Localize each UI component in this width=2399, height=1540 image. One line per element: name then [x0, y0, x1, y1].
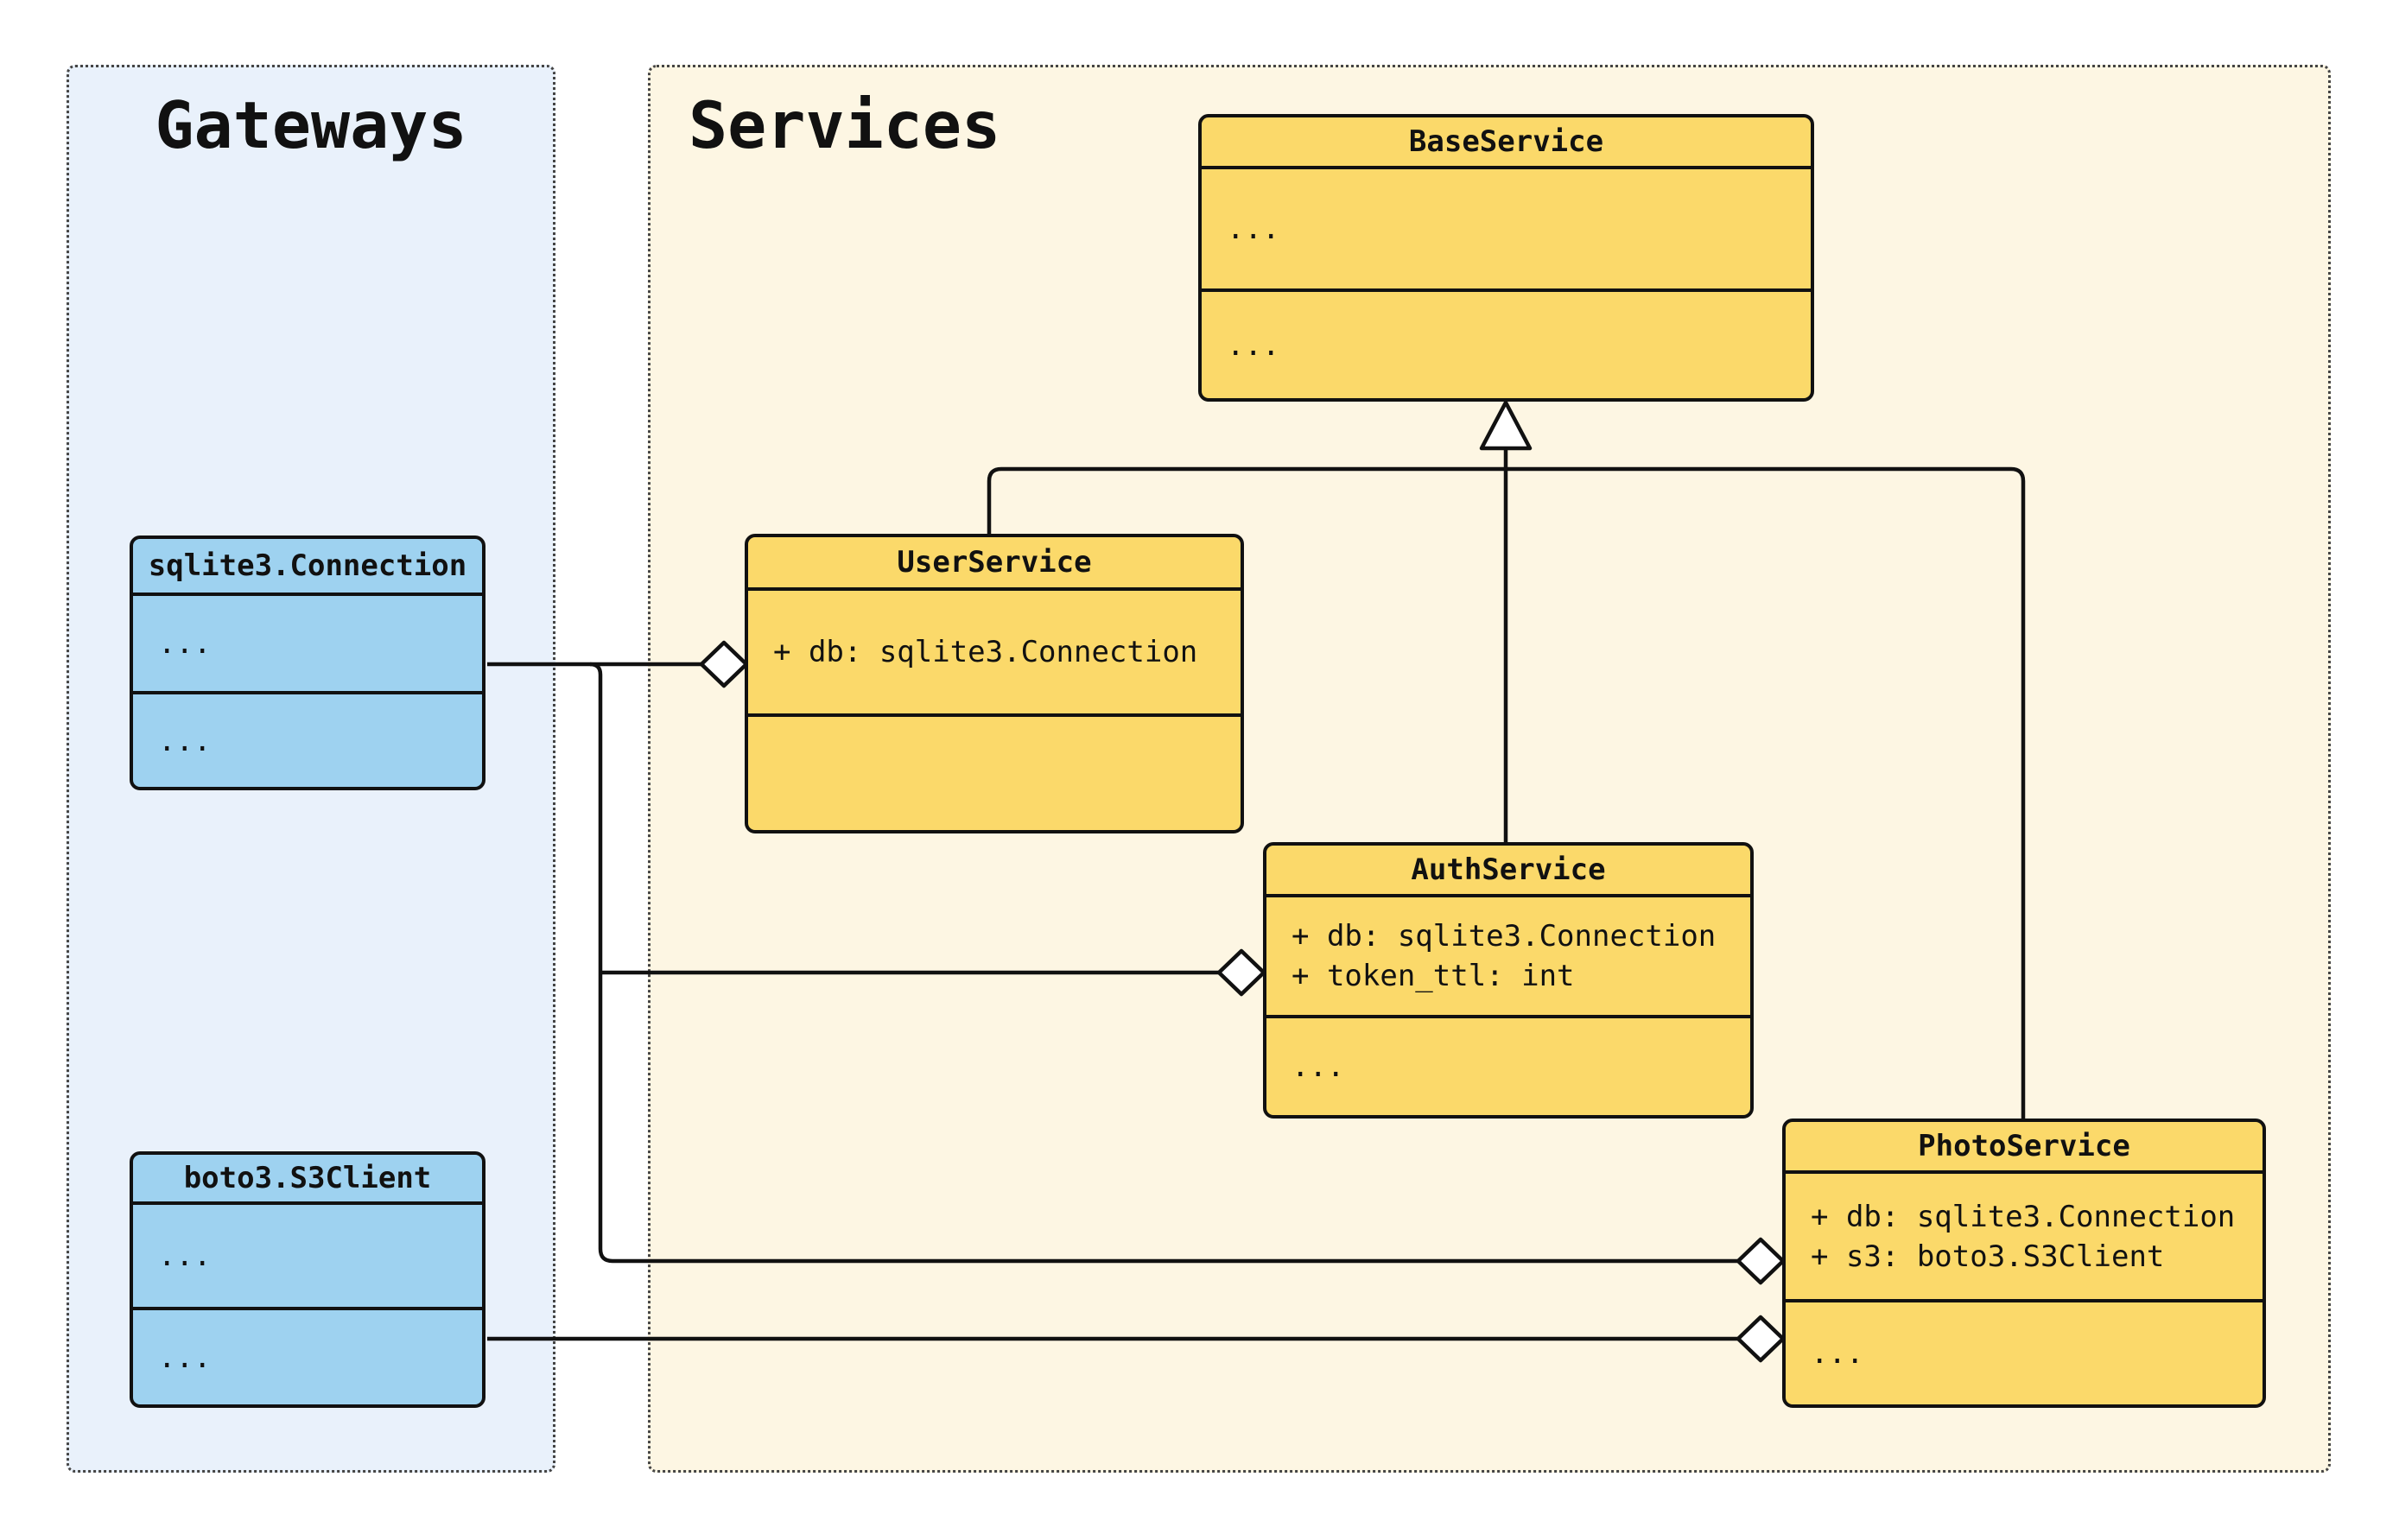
attribute-line: + db: sqlite3.Connection — [773, 635, 1198, 669]
methods-compartment — [748, 713, 1241, 830]
class-node-userservice: UserService + db: sqlite3.Connection — [745, 534, 1244, 833]
attribute-line: + s3: boto3.S3Client — [1811, 1239, 2165, 1274]
inheritance-arrowhead — [1479, 400, 1533, 451]
class-title: boto3.S3Client — [133, 1155, 482, 1205]
method-line: ... — [1227, 327, 1280, 363]
class-title: BaseService — [1202, 117, 1811, 169]
attribute-line: + token_ttl: int — [1292, 959, 1575, 993]
attributes-compartment: ... — [133, 596, 482, 691]
class-title: UserService — [748, 537, 1241, 591]
aggregation-branch-sqlite — [589, 662, 1738, 1264]
aggregation-diamond-authservice — [1216, 948, 1266, 997]
class-title: PhotoService — [1786, 1122, 2263, 1174]
method-line: ... — [158, 1340, 212, 1375]
aggregation-diamond-photoservice-db — [1736, 1237, 1786, 1285]
services-container-title: Services — [689, 87, 1001, 163]
methods-compartment: ... — [133, 1307, 482, 1404]
aggregation-diamond-userservice — [699, 640, 749, 688]
attributes-compartment: + db: sqlite3.Connection — [748, 591, 1241, 713]
method-line: ... — [1292, 1049, 1345, 1084]
attribute-line: ... — [158, 626, 212, 661]
attribute-line: ... — [158, 1239, 212, 1273]
attributes-compartment: + db: sqlite3.Connection + token_ttl: in… — [1266, 897, 1750, 1015]
aggregation-diamond-photoservice-s3 — [1736, 1315, 1786, 1363]
class-node-boto3-s3client: boto3.S3Client ... ... — [130, 1151, 486, 1408]
attribute-line: ... — [1227, 212, 1280, 246]
methods-compartment: ... — [1266, 1015, 1750, 1115]
class-node-authservice: AuthService + db: sqlite3.Connection + t… — [1263, 842, 1754, 1119]
attributes-compartment: ... — [1202, 169, 1811, 288]
attribute-line: + db: sqlite3.Connection — [1811, 1199, 2236, 1234]
class-node-baseservice: BaseService ... ... — [1198, 114, 1814, 402]
class-title: sqlite3.Connection — [133, 539, 482, 596]
methods-compartment: ... — [133, 691, 482, 787]
method-line: ... — [158, 723, 212, 758]
attributes-compartment: + db: sqlite3.Connection + s3: boto3.S3C… — [1786, 1174, 2263, 1299]
method-line: ... — [1811, 1336, 1864, 1371]
methods-compartment: ... — [1786, 1299, 2263, 1404]
methods-compartment: ... — [1202, 288, 1811, 398]
attributes-compartment: ... — [133, 1205, 482, 1307]
class-node-photoservice: PhotoService + db: sqlite3.Connection + … — [1782, 1119, 2266, 1408]
class-title: AuthService — [1266, 846, 1750, 897]
gateways-container-title: Gateways — [155, 87, 467, 163]
attribute-line: + db: sqlite3.Connection — [1292, 919, 1717, 954]
class-node-sqlite3-connection: sqlite3.Connection ... ... — [130, 536, 486, 790]
